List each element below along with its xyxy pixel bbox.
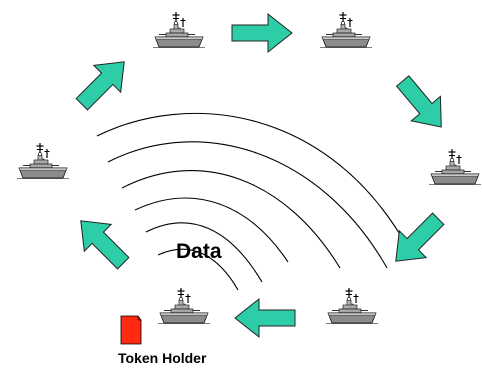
- signal-arc-5: [145, 222, 263, 283]
- signal-arcs: [96, 112, 409, 291]
- signal-arc-6: [157, 248, 239, 291]
- token-holder-label: Token Holder: [118, 350, 207, 366]
- arrow-icon-right-down: [381, 204, 453, 276]
- battleship-icon-bottom-left: [157, 287, 211, 325]
- arrow-icon-bottom: [234, 298, 296, 338]
- battleship-icon-right: [428, 148, 482, 186]
- battleship-icon-left: [16, 142, 70, 180]
- signal-arc-2: [107, 141, 388, 269]
- arrow-icon-left-to-top: [67, 47, 139, 119]
- token-icon: [120, 315, 142, 345]
- battleship-icon-top-left: [152, 11, 206, 49]
- battleship-icon-top-right: [319, 11, 373, 49]
- signal-arc-3: [121, 170, 341, 269]
- data-label: Data: [176, 240, 222, 263]
- arrow-icon-top: [231, 13, 293, 53]
- arrow-icon-bottom-left-up: [66, 206, 138, 278]
- signal-arc-1: [96, 112, 409, 249]
- arrow-icon-top-right-down: [387, 68, 457, 140]
- signal-arc-4: [134, 197, 289, 263]
- battleship-icon-bottom-right: [325, 287, 379, 325]
